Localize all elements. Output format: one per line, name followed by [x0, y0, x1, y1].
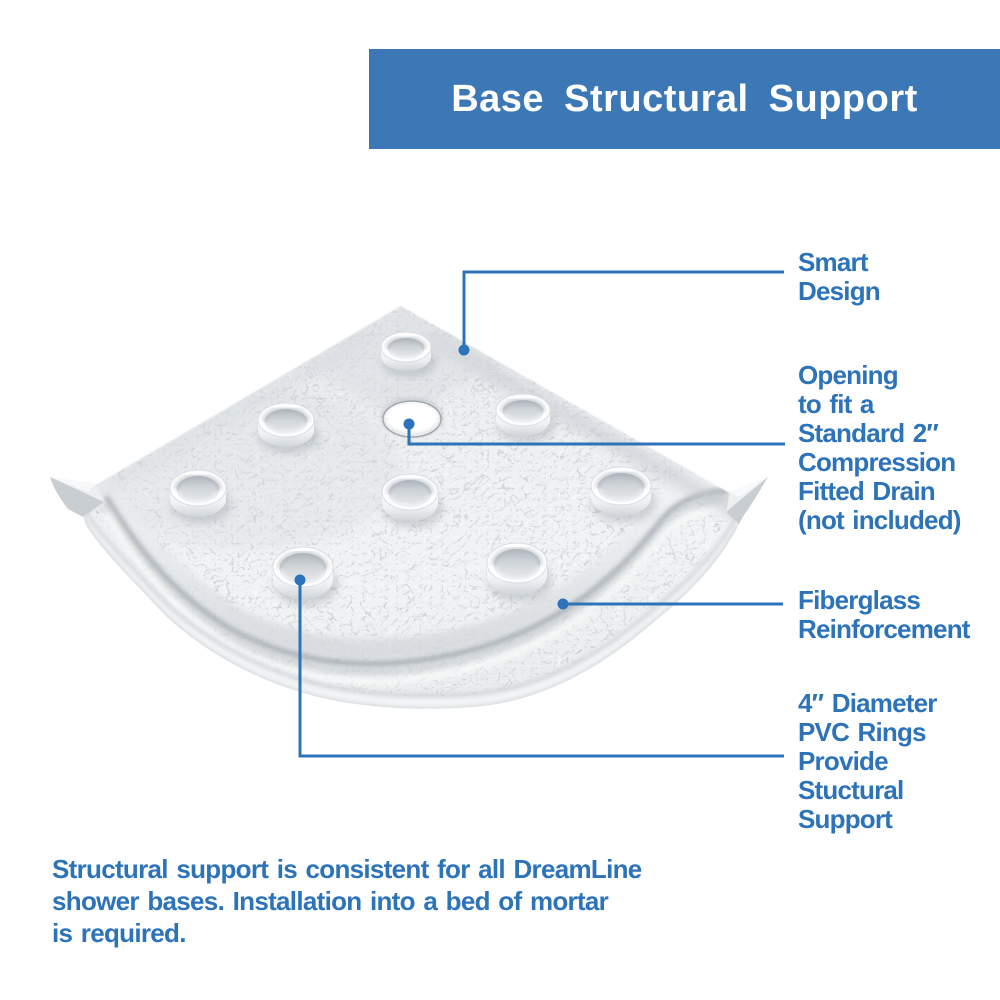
page-title: Base Structural Support — [451, 77, 918, 120]
ring-inner-highlight — [388, 350, 424, 361]
ring-inner-highlight — [389, 495, 431, 509]
pvc-ring — [486, 542, 553, 602]
ring-inner-highlight — [265, 423, 307, 436]
shower-base-illustration — [50, 305, 768, 709]
ring-hole — [279, 553, 327, 584]
ring-inner-shadow — [386, 478, 434, 494]
ring-inner-shadow — [385, 336, 427, 349]
footer-note: Structural support is consistent for all… — [52, 854, 642, 948]
ring-inner-shadow — [500, 398, 546, 412]
ring-hole — [597, 473, 645, 502]
pvc-ring — [590, 466, 657, 523]
pvc-ring — [272, 546, 339, 606]
callout-line-drain — [407, 424, 785, 446]
callout-dot-drain — [403, 418, 415, 430]
callout-dot-pvc-rings — [294, 574, 306, 586]
rim-step-band — [96, 466, 729, 662]
pvc-ring — [257, 402, 320, 454]
left-wing-underside-facet — [50, 477, 104, 517]
left-wing — [50, 477, 104, 517]
right-wing — [726, 477, 768, 524]
pvc-rings-layer — [169, 331, 657, 606]
pvc-ring — [169, 469, 232, 524]
ring-inner-highlight — [598, 489, 644, 504]
ring-inner-shadow — [491, 547, 543, 565]
ring-inner-shadow — [262, 407, 310, 422]
right-wing-underside-facet — [726, 477, 768, 524]
left-wing-highlight — [50, 477, 96, 492]
ring-inner-shadow — [174, 474, 222, 490]
callout-lines — [298, 270, 785, 758]
ring-hole — [388, 480, 432, 507]
ring-hole — [264, 409, 308, 434]
callout-label-drain: Opening to fit a Standard 2″ Compression… — [798, 360, 961, 535]
left-surface-shade — [100, 390, 400, 550]
ring-hole — [493, 549, 541, 580]
drain-opening — [382, 400, 442, 438]
pvc-ring — [495, 393, 556, 443]
pvc-ring — [381, 473, 444, 528]
callout-label-fiberglass: Fiberglass Reinforcement — [798, 585, 970, 644]
drain-rim-shade — [382, 398, 442, 437]
callout-line-pvc-rings — [298, 580, 784, 758]
ring-hole — [502, 400, 544, 423]
ring-inner-highlight — [177, 491, 219, 505]
ring-inner-shadow — [595, 471, 647, 488]
rim-groove-highlight — [102, 504, 729, 686]
drain-hole — [382, 398, 442, 438]
side-wall-top-edge — [81, 503, 741, 698]
ring-inner-highlight — [494, 566, 540, 582]
right-wing-highlight — [730, 477, 768, 497]
callout-label-smart-design: Smart Design — [798, 247, 881, 306]
ring-inner-shadow — [277, 551, 329, 569]
callout-line-smart-design — [462, 270, 784, 350]
ring-inner-highlight — [503, 413, 543, 425]
callout-dot-fiberglass — [557, 598, 569, 610]
callout-dot-smart-design — [458, 344, 470, 356]
ring-hole — [176, 476, 220, 503]
header-banner: Base Structural Support — [369, 49, 1000, 149]
ring-hole — [387, 338, 425, 359]
rim-groove-soft-shadow — [100, 493, 729, 679]
callout-label-pvc-rings: 4″ Diameter PVC Rings Provide Stuctural … — [798, 688, 937, 834]
callout-dots — [294, 344, 569, 610]
pvc-ring — [380, 331, 436, 378]
